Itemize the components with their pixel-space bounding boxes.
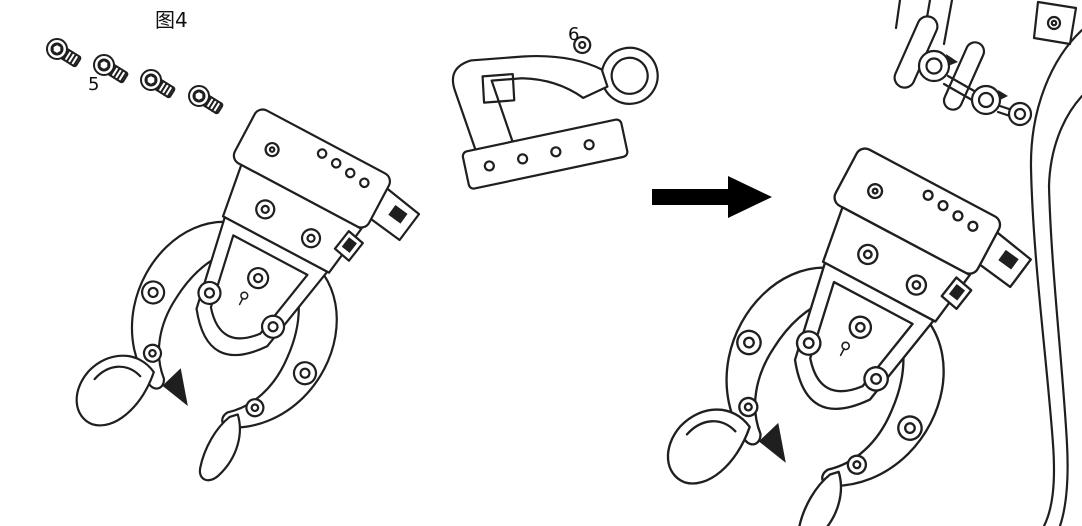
figure-label: 图4 (155, 8, 188, 32)
screw (188, 85, 225, 115)
robot-arm (893, 0, 1082, 526)
screw (46, 38, 83, 68)
gripper-assembly-before (64, 92, 430, 515)
screw (140, 69, 177, 99)
callout-6-label: 6 (568, 24, 580, 45)
screws-part-5 (46, 38, 225, 115)
assembly-direction-arrow (652, 176, 772, 218)
bracket-part-6 (451, 35, 659, 190)
callout-5-label: 5 (88, 74, 100, 95)
